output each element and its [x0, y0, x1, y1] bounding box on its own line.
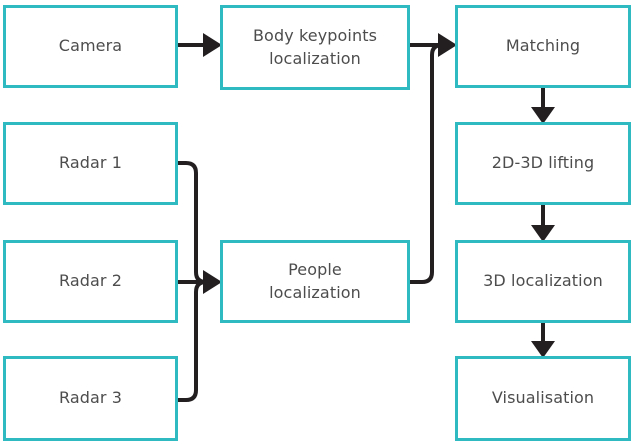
node-3d-localization-label: 3D localization [483, 271, 603, 291]
node-radar-3-label: Radar 3 [58, 388, 123, 408]
node-radar-2-label: Radar 2 [58, 271, 123, 291]
node-radar-2[interactable]: Radar 2 [3, 240, 178, 323]
edge-matching-to-lifting [531, 88, 555, 124]
node-visualisation-label: Visualisation [491, 388, 595, 408]
node-2d-3d-lifting-label: 2D-3D lifting [491, 153, 595, 173]
edge-people-localization-to-matching [410, 43, 443, 284]
node-2d-3d-lifting[interactable]: 2D-3D lifting [455, 122, 631, 205]
node-people-localization-label: People localization [269, 260, 361, 302]
node-matching[interactable]: Matching [455, 5, 631, 88]
node-visualisation[interactable]: Visualisation [455, 356, 631, 441]
edge-lifting-to-3d-localization [531, 205, 555, 242]
node-body-keypoints-localization[interactable]: Body keypoints localization [220, 5, 410, 90]
edge-camera-to-body-keypoints [178, 33, 222, 57]
node-camera[interactable]: Camera [3, 5, 178, 88]
node-radar-1-label: Radar 1 [58, 153, 123, 173]
node-radar-3[interactable]: Radar 3 [3, 356, 178, 441]
node-3d-localization[interactable]: 3D localization [455, 240, 631, 323]
edge-radar1-to-people-localization [178, 161, 207, 284]
node-radar-1[interactable]: Radar 1 [3, 122, 178, 205]
node-body-keypoints-localization-label: Body keypoints localization [252, 26, 378, 68]
node-people-localization[interactable]: People localization [220, 240, 410, 323]
edge-radar3-to-people-localization [178, 280, 207, 402]
node-matching-label: Matching [505, 36, 581, 56]
node-camera-label: Camera [58, 36, 123, 56]
edge-3d-localization-to-visualisation [531, 323, 555, 358]
